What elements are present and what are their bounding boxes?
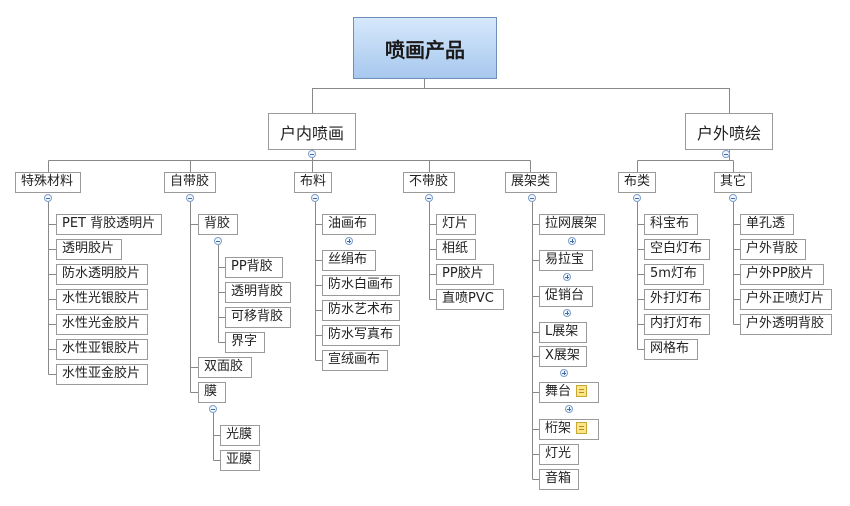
subcategory-double-sided[interactable]: 双面胶 — [198, 357, 252, 378]
category-self-adhesive[interactable]: 自带胶 — [164, 172, 216, 193]
collapse-toggle[interactable] — [528, 194, 536, 202]
expand-toggle[interactable] — [563, 273, 571, 281]
subcategory-film[interactable]: 膜 — [198, 382, 226, 403]
leaf-item[interactable]: 可移背胶 — [225, 307, 291, 328]
category-no-adhesive[interactable]: 不带胶 — [403, 172, 455, 193]
collapse-toggle[interactable] — [311, 194, 319, 202]
leaf-item[interactable]: 户外PP胶片 — [740, 264, 824, 285]
leaf-item[interactable]: 水性光金胶片 — [56, 314, 148, 335]
note-icon[interactable] — [576, 385, 588, 397]
collapse-toggle[interactable] — [722, 150, 730, 158]
leaf-item[interactable]: PET 背胶透明片 — [56, 214, 162, 235]
category-cloth[interactable]: 布料 — [294, 172, 332, 193]
leaf-item[interactable]: 易拉宝 — [539, 250, 593, 271]
leaf-item[interactable]: 直喷PVC — [436, 289, 504, 310]
collapse-toggle[interactable] — [209, 405, 217, 413]
leaf-item[interactable]: 户外正喷灯片 — [740, 289, 832, 310]
collapse-toggle[interactable] — [633, 194, 641, 202]
expand-toggle[interactable] — [565, 405, 573, 413]
leaf-item[interactable]: 防水白画布 — [322, 275, 400, 296]
expand-toggle[interactable] — [563, 309, 571, 317]
note-icon[interactable] — [576, 422, 588, 434]
leaf-item[interactable]: 宣绒画布 — [322, 350, 388, 371]
leaf-item[interactable]: L展架 — [539, 322, 587, 343]
category-other[interactable]: 其它 — [714, 172, 752, 193]
category-outdoor-cloth[interactable]: 布类 — [618, 172, 656, 193]
leaf-item[interactable]: 相纸 — [436, 239, 476, 260]
collapse-toggle[interactable] — [308, 150, 316, 158]
expand-toggle[interactable] — [560, 369, 568, 377]
leaf-item[interactable]: 油画布 — [322, 214, 376, 235]
leaf-item[interactable]: 外打灯布 — [644, 289, 710, 310]
leaf-item[interactable]: 空白灯布 — [644, 239, 710, 260]
leaf-item[interactable]: 户外透明背胶 — [740, 314, 832, 335]
leaf-label: 桁架 — [545, 421, 572, 436]
leaf-item-with-note[interactable]: 舞台 — [539, 382, 599, 403]
leaf-item[interactable]: 音箱 — [539, 469, 579, 490]
expand-toggle[interactable] — [568, 237, 576, 245]
leaf-item[interactable]: 水性亚金胶片 — [56, 364, 148, 385]
leaf-item[interactable]: 光膜 — [220, 425, 260, 446]
leaf-item[interactable]: 透明胶片 — [56, 239, 122, 260]
subcategory-backing[interactable]: 背胶 — [198, 214, 238, 235]
category-special-material[interactable]: 特殊材料 — [15, 172, 81, 193]
leaf-item[interactable]: 界字 — [225, 332, 265, 353]
collapse-toggle[interactable] — [214, 237, 222, 245]
leaf-item[interactable]: 网格布 — [644, 339, 698, 360]
leaf-item[interactable]: 5m灯布 — [644, 264, 704, 285]
leaf-item[interactable]: 透明背胶 — [225, 282, 291, 303]
leaf-item[interactable]: 科宝布 — [644, 214, 698, 235]
leaf-item[interactable]: 内打灯布 — [644, 314, 710, 335]
leaf-item[interactable]: 户外背胶 — [740, 239, 806, 260]
collapse-toggle[interactable] — [425, 194, 433, 202]
expand-toggle[interactable] — [345, 237, 353, 245]
leaf-label: 舞台 — [545, 384, 572, 399]
collapse-toggle[interactable] — [186, 194, 194, 202]
topic-outdoor-spray[interactable]: 户外喷绘 — [685, 113, 773, 150]
leaf-item[interactable]: 防水艺术布 — [322, 300, 400, 321]
leaf-item[interactable]: 水性光银胶片 — [56, 289, 148, 310]
leaf-item[interactable]: 拉网展架 — [539, 214, 605, 235]
topic-indoor-spray[interactable]: 户内喷画 — [268, 113, 356, 150]
leaf-item[interactable]: 亚膜 — [220, 450, 260, 471]
leaf-item[interactable]: 防水透明胶片 — [56, 264, 148, 285]
leaf-item[interactable]: 防水写真布 — [322, 325, 400, 346]
leaf-item[interactable]: 水性亚银胶片 — [56, 339, 148, 360]
leaf-item[interactable]: 丝绢布 — [322, 250, 376, 271]
leaf-item[interactable]: X展架 — [539, 346, 587, 367]
collapse-toggle[interactable] — [729, 194, 737, 202]
leaf-item-with-note[interactable]: 桁架 — [539, 419, 599, 440]
leaf-item[interactable]: 促销台 — [539, 286, 593, 307]
leaf-item[interactable]: PP背胶 — [225, 257, 283, 278]
collapse-toggle[interactable] — [44, 194, 52, 202]
leaf-item[interactable]: PP胶片 — [436, 264, 494, 285]
leaf-item[interactable]: 灯光 — [539, 444, 579, 465]
category-display-stand[interactable]: 展架类 — [505, 172, 557, 193]
leaf-item[interactable]: 灯片 — [436, 214, 476, 235]
leaf-item[interactable]: 单孔透 — [740, 214, 794, 235]
root-node[interactable]: 喷画产品 — [353, 17, 497, 79]
